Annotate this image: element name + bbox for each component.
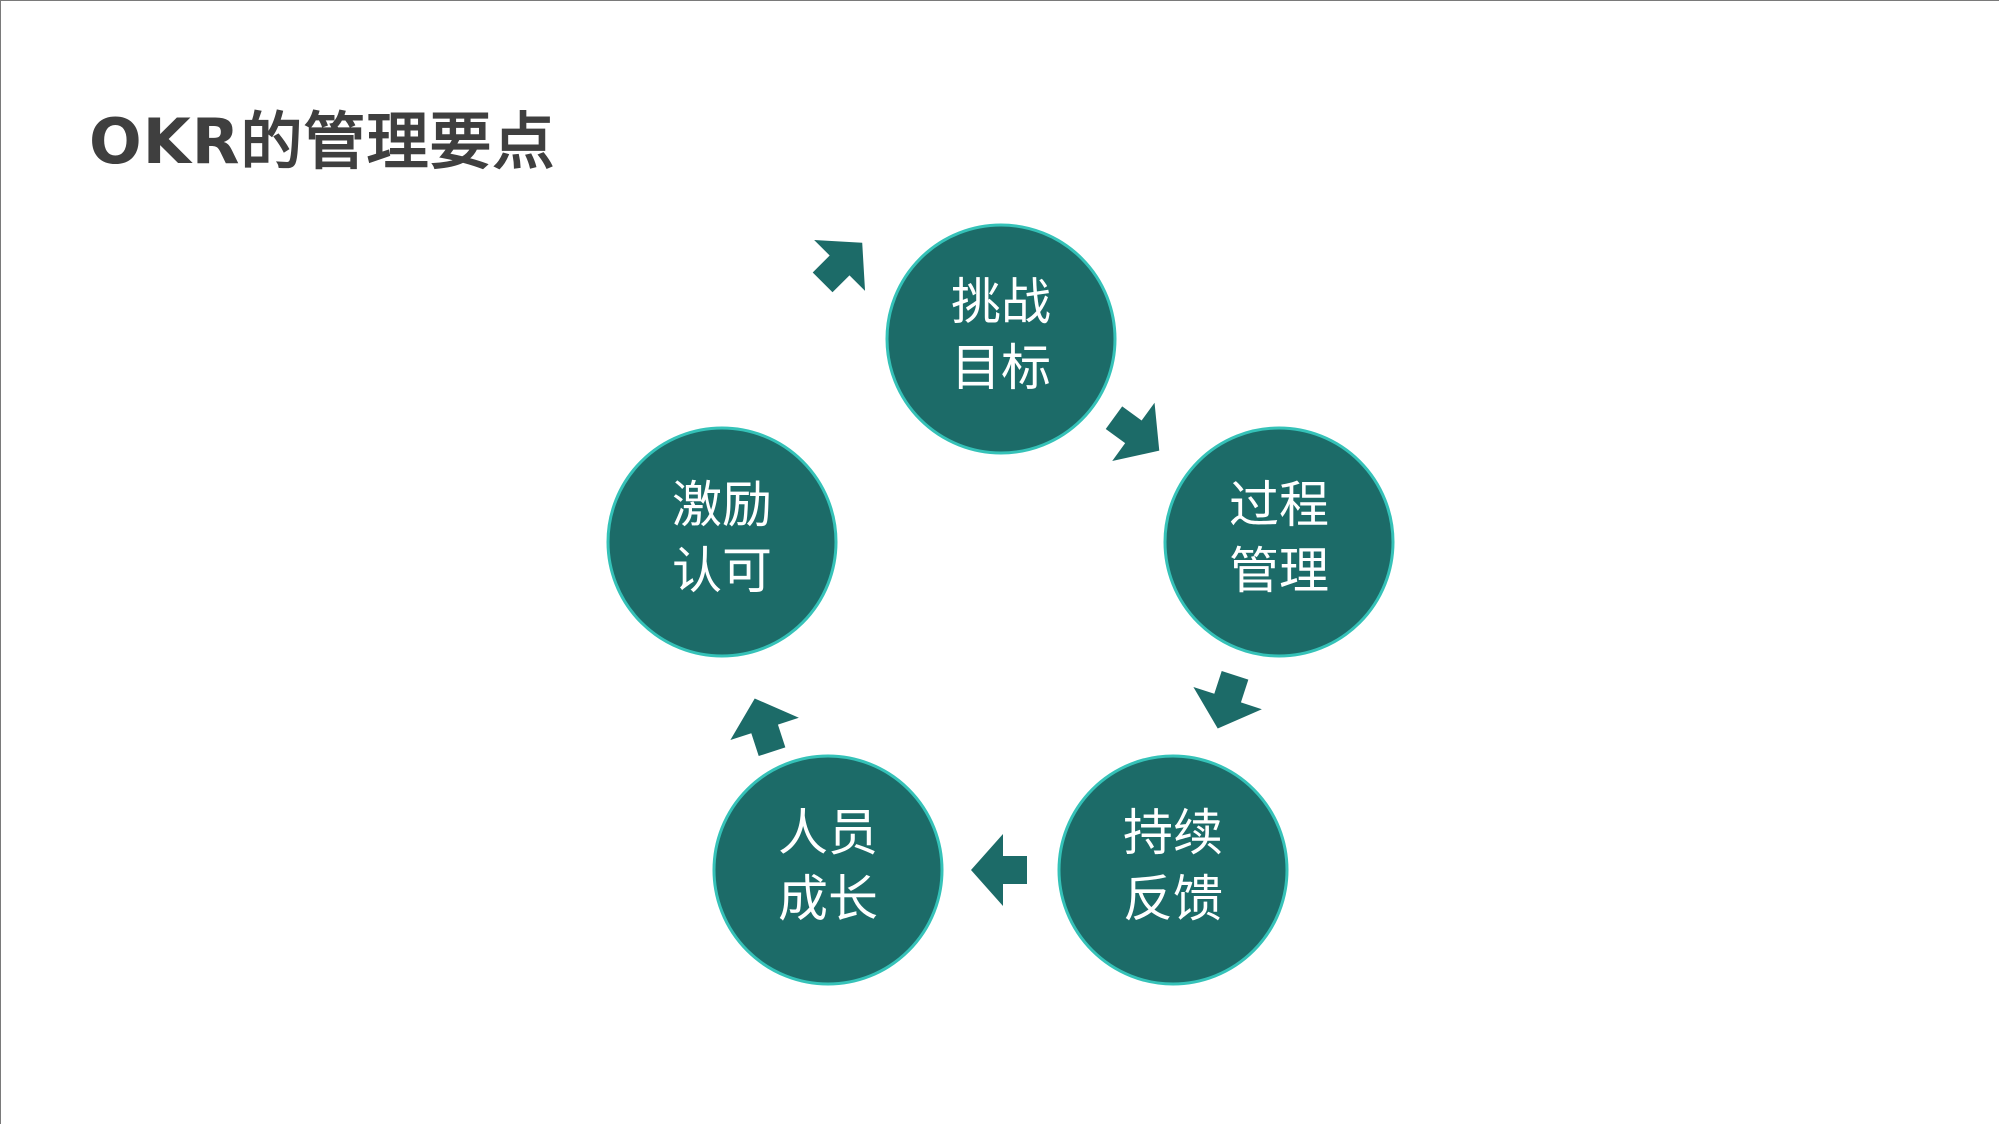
node-label-line2: 反馈 [1123, 870, 1223, 928]
node-label-line1: 过程 [1229, 476, 1329, 534]
node-process-management: 过程 管理 [1163, 426, 1395, 658]
node-continuous-feedback: 持续 反馈 [1057, 754, 1289, 986]
node-circle [606, 426, 838, 658]
node-circle [885, 223, 1117, 455]
node-circle [1057, 754, 1289, 986]
node-label-line2: 管理 [1229, 542, 1329, 600]
arrow-incentive-to-challenge [812, 239, 866, 293]
arrow-feedback-to-growth [971, 834, 1027, 906]
arrow-challenge-to-process [1105, 402, 1160, 461]
page-title: OKR的管理要点 [89, 105, 556, 178]
node-label-line2: 目标 [951, 339, 1051, 397]
node-incentive-recognition: 激励 认可 [606, 426, 838, 658]
node-label-line1: 持续 [1123, 804, 1223, 862]
node-circle [1163, 426, 1395, 658]
node-label-line2: 认可 [672, 542, 772, 600]
node-label-line2: 成长 [778, 870, 878, 928]
node-label-line1: 激励 [672, 476, 772, 534]
node-label-line1: 人员 [778, 804, 878, 862]
node-challenge-goal: 挑战 目标 [885, 223, 1117, 455]
arrow-growth-to-incentive [730, 698, 799, 757]
node-circle [712, 754, 944, 986]
arrow-process-to-feedback [1193, 670, 1262, 729]
node-people-growth: 人员 成长 [712, 754, 944, 986]
node-label-line1: 挑战 [951, 273, 1051, 331]
